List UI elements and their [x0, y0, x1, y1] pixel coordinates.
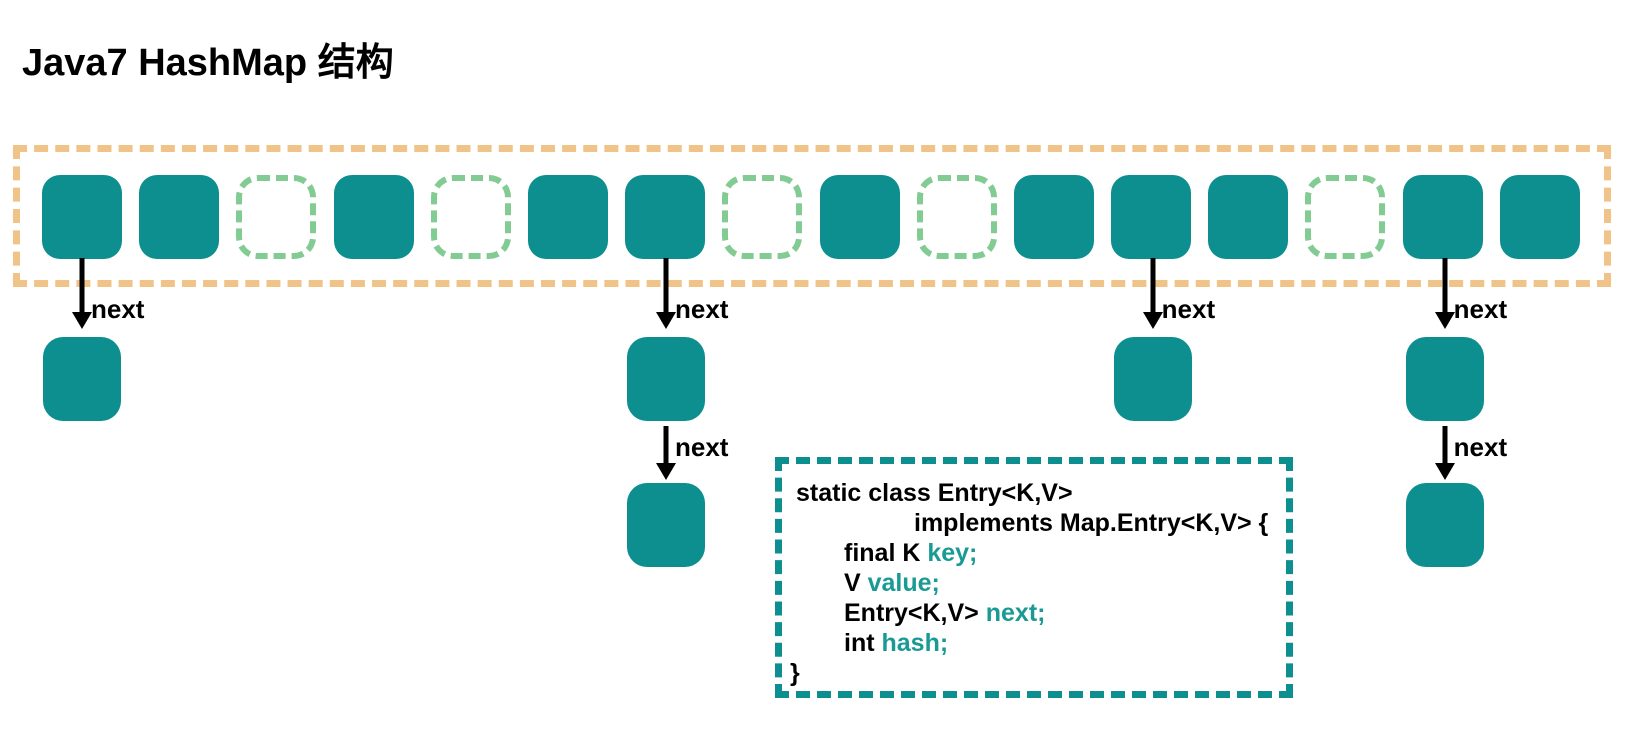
- arrow-down-icon: [1142, 312, 1163, 329]
- next-label: next: [1453, 294, 1508, 324]
- next-label: next: [91, 294, 145, 324]
- bucket-4-empty: [430, 175, 511, 259]
- next-arrow: [1150, 258, 1156, 312]
- next-arrow: [79, 258, 85, 312]
- entry-node-chain3-1: [1405, 483, 1484, 567]
- entry-class-code-box: static class Entry<K,V>implements Map.En…: [775, 457, 1293, 698]
- next-arrow: [663, 258, 669, 312]
- arrow-down-icon: [655, 463, 676, 480]
- arrow-down-icon: [655, 312, 676, 329]
- next-arrow: [1442, 426, 1448, 463]
- code-text: Entry<K,V>: [844, 599, 986, 627]
- code-field-token: next;: [985, 599, 1046, 627]
- bucket-6-filled: [625, 175, 706, 259]
- entry-node-chain2-0: [1113, 337, 1192, 421]
- next-arrow: [663, 426, 669, 463]
- bucket-11-filled: [1111, 175, 1192, 259]
- next-label: next: [1453, 432, 1508, 462]
- next-arrow: [1442, 258, 1448, 312]
- code-line-6: }: [790, 658, 1286, 688]
- bucket-7-empty: [722, 175, 803, 259]
- code-text: int: [844, 629, 882, 657]
- code-line-2: final K key;: [790, 538, 1286, 568]
- code-line-4: Entry<K,V> next;: [790, 598, 1286, 628]
- entry-node-chain3-0: [1405, 337, 1484, 421]
- next-label: next: [674, 432, 729, 462]
- bucket-1-filled: [139, 175, 220, 259]
- code-field-token: key;: [927, 539, 978, 567]
- arrow-down-icon: [1434, 312, 1455, 329]
- next-label: next: [674, 294, 729, 324]
- arrow-down-icon: [72, 312, 92, 329]
- next-label: next: [1161, 294, 1216, 324]
- code-field-token: value;: [867, 569, 940, 597]
- bucket-array: [13, 145, 1611, 287]
- code-text: V: [844, 569, 868, 597]
- bucket-14-filled: [1402, 175, 1483, 259]
- code-line-0: static class Entry<K,V>: [790, 478, 1286, 508]
- bucket-2-empty: [236, 175, 317, 259]
- arrow-down-icon: [1434, 463, 1455, 480]
- entry-node-chain0-0: [43, 337, 121, 421]
- bucket-9-empty: [916, 175, 997, 259]
- code-text: static class Entry<K,V>: [796, 479, 1073, 507]
- bucket-15-filled: [1499, 175, 1580, 259]
- code-field-token: hash;: [881, 629, 949, 657]
- bucket-10-filled: [1013, 175, 1094, 259]
- bucket-0-filled: [42, 175, 122, 259]
- entry-node-chain1-1: [626, 483, 705, 567]
- page-title: Java7 HashMap 结构: [22, 42, 394, 84]
- code-text: }: [790, 659, 800, 687]
- bucket-13-empty: [1305, 175, 1386, 259]
- entry-node-chain1-0: [626, 337, 705, 421]
- code-line-1: implements Map.Entry<K,V> {: [790, 508, 1286, 538]
- code-text: final K: [844, 539, 928, 567]
- code-text: implements Map.Entry<K,V> {: [914, 509, 1269, 537]
- code-line-5: int hash;: [790, 628, 1286, 658]
- bucket-3-filled: [333, 175, 414, 259]
- bucket-5-filled: [527, 175, 608, 259]
- bucket-8-filled: [819, 175, 900, 259]
- bucket-12-filled: [1208, 175, 1289, 259]
- code-line-3: V value;: [790, 568, 1286, 598]
